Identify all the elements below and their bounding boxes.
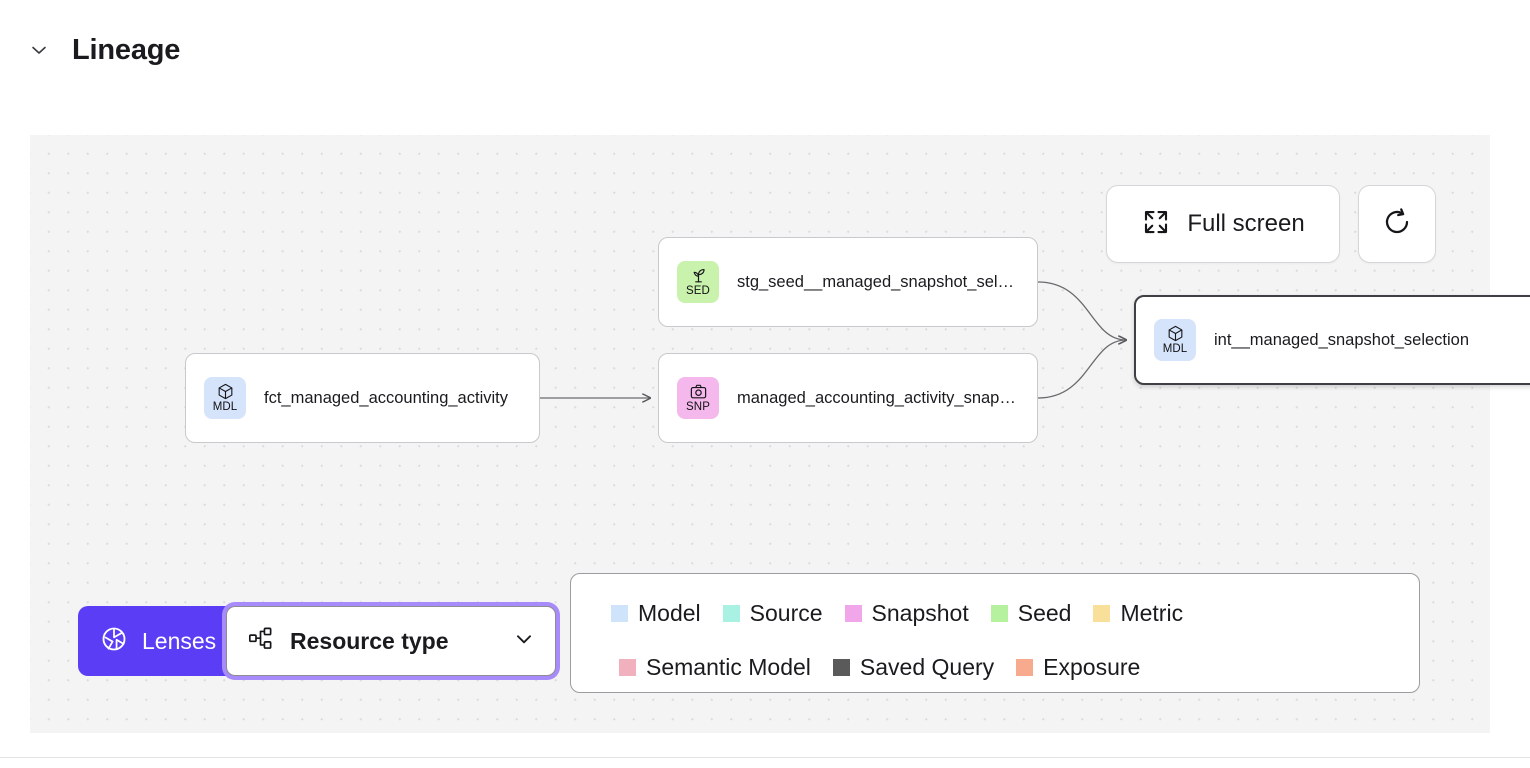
legend-row-primary: Model Source Snapshot Seed Metric xyxy=(571,592,1419,634)
fullscreen-button[interactable]: Full screen xyxy=(1106,185,1340,263)
legend-swatch-exposure xyxy=(1016,658,1034,676)
legend-item-model: Model xyxy=(611,600,701,627)
refresh-button[interactable] xyxy=(1358,185,1436,263)
legend-label: Saved Query xyxy=(859,653,995,680)
lineage-node-model-int[interactable]: MDL int__managed_snapshot_selection xyxy=(1134,295,1530,385)
legend-swatch-saved-query xyxy=(832,658,850,676)
legend-item-seed: Seed xyxy=(990,599,1072,627)
node-label: stg_seed__managed_snapshot_selecti... xyxy=(737,272,1019,291)
lineage-canvas[interactable]: MDL fct_managed_accounting_activity SED … xyxy=(30,135,1530,733)
resource-type-dropdown[interactable]: Resource type xyxy=(226,606,556,676)
legend-label: Seed xyxy=(1017,599,1072,626)
lineage-node-model-fct[interactable]: MDL fct_managed_accounting_activity xyxy=(185,353,540,443)
legend-item-saved-query: Saved Query xyxy=(832,653,995,681)
legend-item-metric: Metric xyxy=(1093,600,1183,627)
node-label: fct_managed_accounting_activity xyxy=(264,388,508,407)
legend-label: Metric xyxy=(1120,599,1184,626)
lineage-node-snapshot[interactable]: SNP managed_accounting_activity_snapshot xyxy=(658,353,1038,443)
legend-item-exposure: Exposure xyxy=(1016,654,1140,681)
page-title: Lineage xyxy=(72,33,181,66)
lenses-label: Lenses xyxy=(142,627,217,654)
badge-label: SED xyxy=(686,285,710,298)
model-badge: MDL xyxy=(204,377,246,419)
legend-swatch-snapshot xyxy=(844,604,862,622)
bottom-divider xyxy=(0,757,1530,758)
snapshot-badge: SNP xyxy=(677,377,719,419)
legend-item-snapshot: Snapshot xyxy=(844,599,969,627)
section-header: Lineage xyxy=(0,0,1530,100)
lineage-node-seed-stg[interactable]: SED stg_seed__managed_snapshot_selecti..… xyxy=(658,237,1038,327)
legend-label: Model xyxy=(638,599,701,626)
legend-item-semantic-model: Semantic Model xyxy=(619,654,811,681)
fullscreen-label: Full screen xyxy=(1187,210,1305,237)
chevron-down-icon[interactable] xyxy=(26,37,52,63)
node-label: int__managed_snapshot_selection xyxy=(1214,330,1470,349)
hierarchy-icon xyxy=(247,625,274,657)
expand-arrows-icon xyxy=(1141,207,1171,242)
node-label: managed_accounting_activity_snapshot xyxy=(737,388,1019,407)
lenses-button[interactable]: Lenses xyxy=(78,606,237,676)
legend-label: Source xyxy=(749,599,823,626)
legend-panel: Model Source Snapshot Seed Metric S xyxy=(570,573,1420,693)
model-badge: MDL xyxy=(1154,319,1196,361)
legend-swatch-metric xyxy=(1093,604,1111,622)
legend-label: Semantic Model xyxy=(646,653,811,680)
legend-swatch-source xyxy=(722,604,740,622)
legend-swatch-model xyxy=(611,604,628,622)
refresh-icon xyxy=(1381,206,1413,243)
badge-label: MDL xyxy=(1162,343,1188,356)
badge-label: SNP xyxy=(686,401,710,414)
badge-label: MDL xyxy=(212,401,238,414)
legend-swatch-semantic-model xyxy=(619,658,636,676)
chevron-down-icon xyxy=(513,628,535,655)
legend-label: Snapshot xyxy=(871,599,969,626)
resource-type-label: Resource type xyxy=(290,627,449,654)
legend-item-source: Source xyxy=(722,599,823,627)
legend-swatch-seed xyxy=(990,604,1008,622)
legend-row-secondary: Semantic Model Saved Query Exposure xyxy=(571,646,1419,688)
seed-badge: SED xyxy=(677,261,719,303)
aperture-icon xyxy=(100,625,128,658)
legend-label: Exposure xyxy=(1043,653,1141,680)
